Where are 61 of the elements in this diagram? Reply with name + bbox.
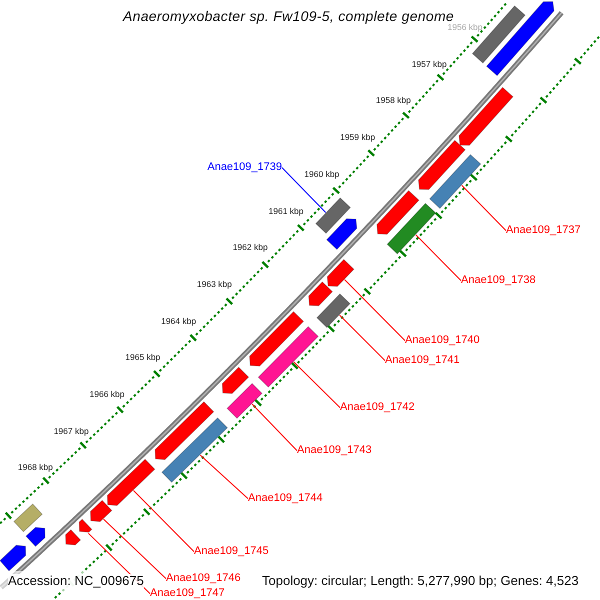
gene-feature (249, 311, 304, 367)
gene-feature (90, 500, 112, 522)
gene-label: Anae109_1745 (194, 544, 269, 558)
gene-feature (326, 258, 354, 287)
leader-line (282, 167, 326, 213)
scale-label: 1958 kbp (376, 96, 411, 106)
gene-feature (326, 218, 358, 250)
gene-feature (418, 140, 466, 190)
gene-label: Anae109_1740 (405, 334, 480, 346)
genome-info-text: Topology: circular; Length: 5,277,990 bp; Genes: 4,523 (262, 574, 579, 589)
gene-feature (0, 544, 26, 572)
gene-label: Anae109_1742 (340, 400, 415, 414)
feature-block (316, 293, 351, 328)
scale-label: 1957 kbp (412, 60, 447, 70)
scale-label: 1959 kbp (340, 133, 376, 143)
feature-block (386, 202, 436, 254)
scale-label: 1961 kbp (268, 206, 304, 216)
scale-label: 1965 kbp (125, 353, 160, 364)
gene-feature (78, 518, 92, 533)
leader-line (339, 314, 386, 362)
feature-block (226, 382, 263, 419)
scale-label: 1964 kbp (161, 316, 196, 326)
gene-feature (376, 190, 420, 235)
gene-feature (65, 529, 82, 546)
feature-block (315, 197, 351, 234)
leader-line (103, 518, 166, 580)
gene-feature (222, 366, 250, 394)
scale-label: 1956 kbp (448, 23, 482, 33)
gene-feature (154, 401, 214, 460)
leader-line (461, 184, 506, 232)
gene-feature (458, 86, 514, 146)
gene-feature (486, 1, 554, 76)
feature-block (429, 154, 482, 209)
gene-label: Anae109_1744 (248, 492, 323, 504)
gene-label: Anae109_1739 (207, 160, 282, 174)
feature-block (13, 503, 43, 532)
leader-line (200, 454, 248, 500)
accession-text: Accession: NC_009675 (8, 574, 144, 589)
leader-line (344, 279, 406, 342)
feature-block (161, 417, 228, 483)
gene-label: Anae109_1746 (166, 572, 241, 584)
leader-line (293, 362, 340, 408)
feature-block (258, 326, 319, 388)
scale-label: 1963 kbp (196, 280, 232, 290)
gene-feature (25, 526, 46, 547)
gene-label: Anae109_1743 (297, 444, 372, 456)
scale-label: 1967 kbp (54, 426, 89, 437)
leader-line (415, 234, 462, 282)
gene-feature (107, 458, 156, 506)
gene-label: Anae109_1747 (150, 586, 225, 600)
gene-label: Anae109_1738 (461, 274, 536, 286)
scale-label: 1968 kbp (18, 464, 53, 474)
leader-line (252, 404, 298, 452)
gene-feature (308, 281, 333, 306)
gene-label: Anae109_1737 (506, 224, 581, 236)
diagram-title: Anaeromyxobacter sp. Fw109-5, complete genome (123, 8, 454, 24)
gene-label: Anae109_1741 (385, 354, 460, 366)
leader-line (133, 490, 194, 552)
scale-label: 1960 kbp (304, 170, 340, 180)
scale-label: 1962 kbp (232, 243, 268, 254)
scale-label: 1966 kbp (90, 390, 124, 400)
